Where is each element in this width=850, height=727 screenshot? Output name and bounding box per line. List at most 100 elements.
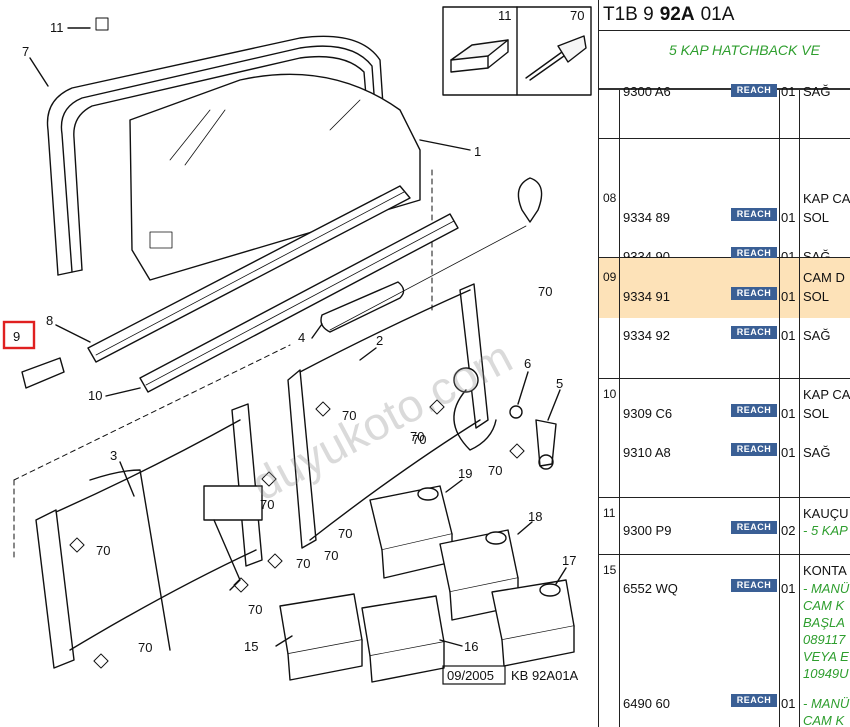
description: SOL (803, 289, 830, 304)
callout-4: 4 (298, 330, 305, 345)
quantity: 01 (781, 84, 796, 99)
part-number: 6490 60 (623, 696, 670, 711)
callout-10: 10 (88, 388, 102, 403)
callout-5: 5 (556, 376, 563, 391)
ref-number: 15 (603, 563, 617, 577)
ref-number: 09 (603, 270, 617, 284)
note-line: 10949U (803, 666, 849, 681)
note-line: CAM K (803, 713, 845, 727)
description: - MANÜ (803, 696, 850, 711)
quantity: 01 (781, 581, 796, 596)
reach-badge: REACH (731, 521, 777, 534)
part-number: 9334 89 (623, 210, 670, 225)
footer-date-box (442, 665, 506, 685)
window-run-channel (46, 35, 385, 276)
row-title: KAP CA (803, 191, 850, 206)
callout-1: 1 (474, 144, 481, 159)
note-line: BAŞLA (803, 615, 845, 630)
callout-6: 6 (524, 356, 531, 371)
callout-70: 70 (410, 429, 424, 444)
ref-number: 11 (603, 506, 616, 520)
reach-badge: REACH (731, 443, 777, 456)
part-number: 9300 P9 (623, 523, 672, 538)
quantity: 01 (781, 406, 796, 421)
panel-divider (599, 88, 850, 90)
panel-subtitle: 5 KAP HATCHBACK VE (669, 42, 820, 58)
description: SOL (803, 406, 830, 421)
part-number: 6552 WQ (623, 581, 678, 596)
callout-9-highlight[interactable] (2, 320, 36, 350)
reach-badge: REACH (731, 326, 777, 339)
rubber-pad-icon (450, 39, 509, 73)
inner-belt-seal (139, 213, 459, 393)
callout-8: 8 (46, 313, 53, 328)
quantity: 01 (781, 210, 796, 225)
part-number: 9309 C6 (623, 406, 673, 421)
callout-16: 16 (464, 639, 478, 654)
parts-table: 9300 A6 REACH 01 SAĞ 08 KAP CA 9334 89 R… (599, 84, 850, 727)
callout-19: 19 (458, 466, 472, 481)
description: SAĞ (803, 84, 831, 99)
glass-guide-seal (320, 281, 405, 333)
rear-window-regulator (287, 283, 497, 549)
description: SAĞ (803, 445, 831, 460)
description: SOL (803, 210, 830, 225)
quantity: 01 (781, 289, 796, 304)
callout-70: 70 (488, 463, 502, 478)
callout-70: 70 (296, 556, 310, 571)
table-row[interactable]: 9300 A6 REACH 01 SAĞ (599, 84, 850, 139)
window-switch-17 (491, 579, 575, 667)
inset-label-11: 11 (498, 8, 512, 23)
window-switch-16 (361, 595, 445, 683)
window-switch-15 (279, 593, 363, 681)
row-title: KAP CA (803, 387, 850, 402)
row-title: CAM D (803, 270, 845, 285)
table-row[interactable]: 15 KONTA 6552 WQ REACH 01 - MANÜ CAM K B… (599, 555, 850, 727)
reach-badge: REACH (731, 84, 777, 97)
reach-badge: REACH (731, 208, 777, 221)
callout-2: 2 (376, 333, 383, 348)
note-line: CAM K (803, 598, 845, 613)
row-title: KONTA (803, 563, 847, 578)
parts-list-panel: T1B 9 92A 01A 5 KAP HATCHBACK VE 9300 A6… (598, 0, 850, 727)
table-row-selected[interactable]: 09 CAM D 9334 91 REACH 01 SOL 9334 92 RE… (599, 258, 850, 379)
part-number: 9334 91 (623, 289, 670, 304)
push-clip-icon (525, 35, 587, 81)
quantity: 02 (781, 523, 796, 538)
header-bold: 92A (659, 4, 695, 25)
reach-badge: REACH (731, 694, 777, 707)
callout-70: 70 (96, 543, 110, 558)
callout-70: 70 (260, 497, 274, 512)
description: - MANÜ (803, 581, 850, 596)
callout-15: 15 (244, 639, 258, 654)
part-number: 9334 92 (623, 328, 670, 343)
table-row[interactable]: 10 KAP CA 9309 C6 REACH 01 SOL 9310 A8 R… (599, 379, 850, 498)
description: - 5 KAP (803, 523, 848, 538)
part-number: 9300 A6 (623, 84, 671, 99)
footer-date: 09/2005 (447, 668, 494, 683)
part-number: 9310 A8 (623, 445, 671, 460)
front-window-regulator (35, 403, 263, 669)
callout-70: 70 (342, 408, 356, 423)
reach-badge: REACH (731, 579, 777, 592)
header-prefix: T1B 9 (603, 4, 654, 25)
callout-9: 9 (13, 329, 20, 344)
callout-70: 70 (324, 548, 338, 563)
table-row[interactable]: 08 KAP CA 9334 89 REACH 01 SOL 9334 90 R… (599, 139, 850, 264)
callout-17: 17 (562, 553, 576, 568)
door-glass (129, 73, 421, 281)
callout-70: 70 (248, 602, 262, 617)
callout-70: 70 (138, 640, 152, 655)
callout-11: 11 (50, 20, 64, 35)
bracket-part-9 (21, 357, 65, 389)
table-row[interactable]: 11 KAUÇU 9300 P9 REACH 02 - 5 KAP (599, 498, 850, 555)
inset-label-70: 70 (570, 8, 584, 23)
crank-washer (509, 405, 523, 419)
callout-70: 70 (338, 526, 352, 541)
quantity: 01 (781, 445, 796, 460)
ref-number: 10 (603, 387, 617, 401)
note-line: VEYA E (803, 649, 849, 664)
panel-header: T1B 9 92A 01A (599, 0, 850, 31)
callout-70: 70 (538, 284, 552, 299)
note-line: 089117 (803, 632, 846, 647)
